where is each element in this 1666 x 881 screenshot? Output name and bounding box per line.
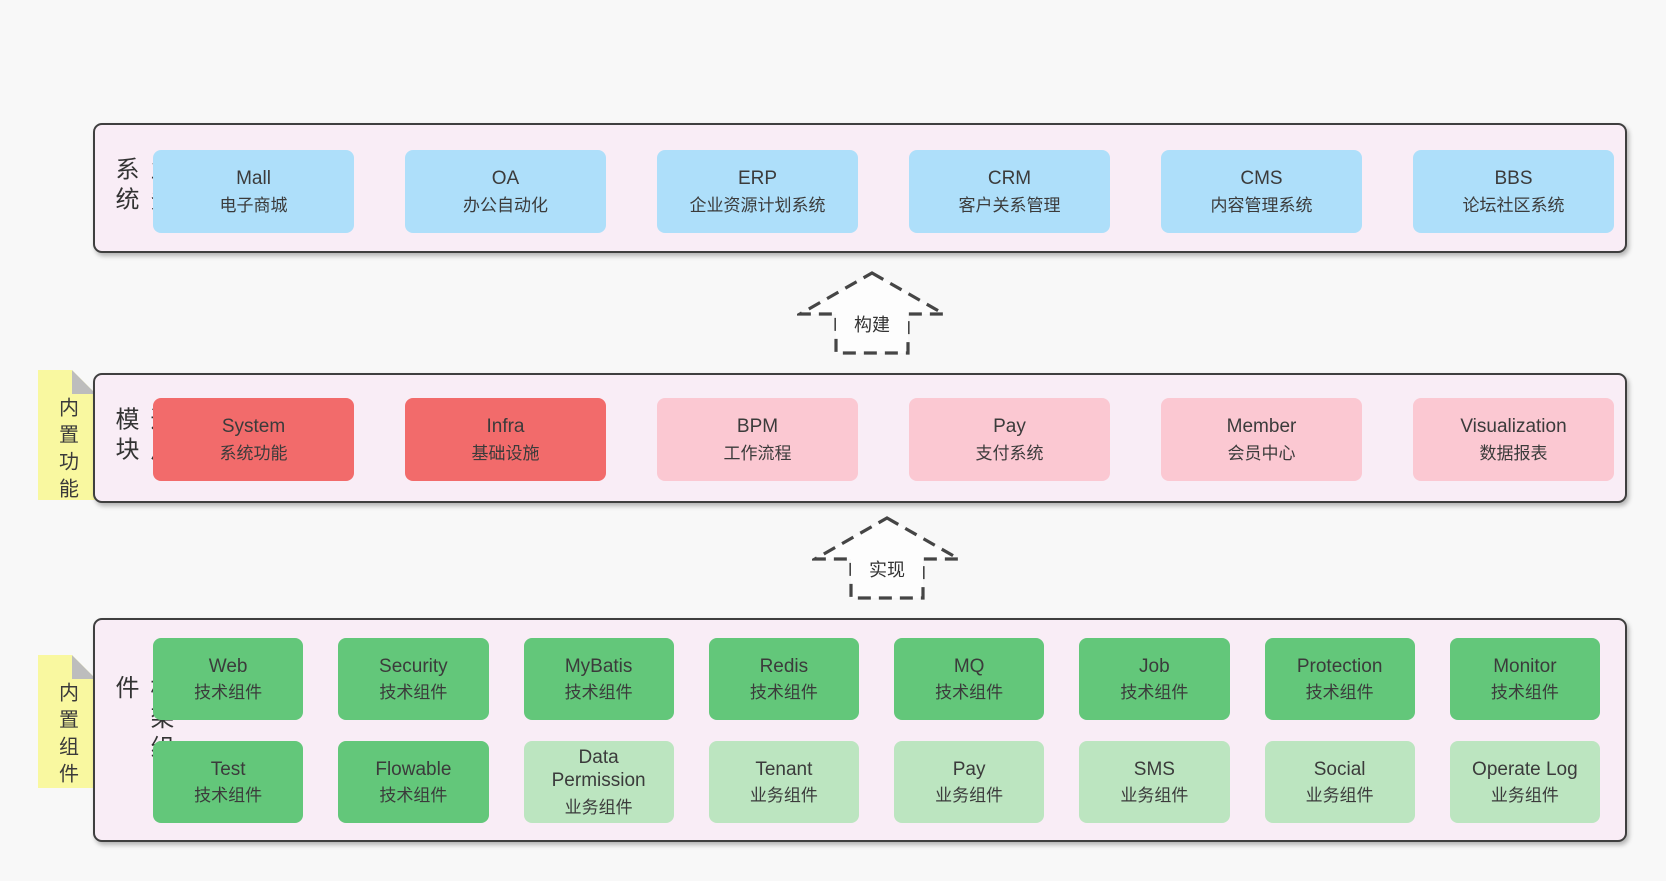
box-title: Flowable <box>375 758 452 780</box>
box-infra: Infra 基础设施 <box>405 398 606 481</box>
box-subtitle: 业务组件 <box>1490 786 1559 806</box>
box-title: Operate Log <box>1472 758 1578 780</box>
arrow-build: 构建 <box>797 270 947 356</box>
box-subtitle: 数据报表 <box>1479 443 1548 463</box>
box-web: Web 技术组件 <box>153 638 304 720</box>
box-erp: ERP 企业资源计划系统 <box>657 150 858 233</box>
box-subtitle: 支付系统 <box>975 443 1044 463</box>
box-title: System <box>221 416 286 437</box>
box-subtitle: 工作流程 <box>723 443 792 463</box>
arrow-label: 构建 <box>836 311 908 337</box>
box-security: Security 技术组件 <box>338 638 489 720</box>
box-title: Visualization <box>1460 416 1567 437</box>
box-subtitle: 技术组件 <box>1490 683 1559 703</box>
arrow-implement: 实现 <box>812 515 962 601</box>
box-title: Web <box>208 655 248 677</box>
business-systems-panel: 业务系统 Mall 电子商城 OA 办公自动化 ERP 企业资源计划系统 CRM… <box>93 123 1627 253</box>
box-subtitle: 办公自动化 <box>463 195 548 215</box>
framework-components-row-1: Web 技术组件 Security 技术组件 MyBatis 技术组件 Redi… <box>153 638 1600 720</box>
sticky-note-label: 内置功能 <box>55 397 78 505</box>
box-subtitle: 技术组件 <box>564 683 633 703</box>
box-system: System 系统功能 <box>153 398 354 481</box>
box-mq: MQ 技术组件 <box>894 638 1045 720</box>
box-title: Data Permission <box>551 746 646 792</box>
box-subtitle: 技术组件 <box>194 786 263 806</box>
box-pay: Pay 支付系统 <box>909 398 1110 481</box>
box-title: Social <box>1313 758 1366 780</box>
box-subtitle: 技术组件 <box>379 683 448 703</box>
box-title: Security <box>379 655 448 677</box>
box-subtitle: 技术组件 <box>194 683 263 703</box>
box-title: Job <box>1139 655 1170 677</box>
box-title: BPM <box>736 416 779 437</box>
box-social: Social 业务组件 <box>1264 741 1415 823</box>
box-test: Test 技术组件 <box>153 741 304 823</box>
box-title: Pay <box>993 416 1026 437</box>
sticky-note-label: 内置组件 <box>55 682 78 790</box>
box-title: SMS <box>1133 758 1175 780</box>
box-bpm: BPM 工作流程 <box>657 398 858 481</box>
box-protection: Protection 技术组件 <box>1264 638 1415 720</box>
box-monitor: Monitor 技术组件 <box>1449 638 1600 720</box>
box-subtitle: 技术组件 <box>379 786 448 806</box>
box-title: Redis <box>759 655 809 677</box>
box-subtitle: 内容管理系统 <box>1210 195 1313 215</box>
box-subtitle: 技术组件 <box>935 683 1004 703</box>
business-systems-row: Mall 电子商城 OA 办公自动化 ERP 企业资源计划系统 CRM 客户关系… <box>153 150 1614 233</box>
arrow-label: 实现 <box>851 556 923 582</box>
sticky-note-built-in-features: 内置功能 <box>38 370 96 500</box>
box-title: ERP <box>737 168 778 189</box>
box-subtitle: 基础设施 <box>471 443 540 463</box>
box-subtitle: 系统功能 <box>219 443 288 463</box>
box-sms: SMS 业务组件 <box>1079 741 1230 823</box>
box-flowable: Flowable 技术组件 <box>338 741 489 823</box>
box-mybatis: MyBatis 技术组件 <box>523 638 674 720</box>
box-title: Infra <box>486 416 525 437</box>
box-title: CRM <box>987 168 1032 189</box>
framework-components-row-2: Test 技术组件 Flowable 技术组件 Data Permission … <box>153 741 1600 823</box>
box-title: Monitor <box>1493 655 1557 677</box>
box-crm: CRM 客户关系管理 <box>909 150 1110 233</box>
sticky-note-built-in-components: 内置组件 <box>38 655 96 788</box>
box-pay-business: Pay 业务组件 <box>894 741 1045 823</box>
box-subtitle: 会员中心 <box>1227 443 1296 463</box>
box-subtitle: 电子商城 <box>219 195 288 215</box>
common-modules-panel: 通用模块 System 系统功能 Infra 基础设施 BPM 工作流程 Pay… <box>93 373 1627 503</box>
box-subtitle: 技术组件 <box>749 683 818 703</box>
box-title: Protection <box>1296 655 1383 677</box>
box-subtitle: 技术组件 <box>1120 683 1189 703</box>
box-title: MyBatis <box>564 655 633 677</box>
box-subtitle: 业务组件 <box>1305 786 1374 806</box>
box-tenant: Tenant 业务组件 <box>708 741 859 823</box>
box-redis: Redis 技术组件 <box>708 638 859 720</box>
box-subtitle: 业务组件 <box>749 786 818 806</box>
framework-components-panel: 框架组件 Web 技术组件 Security 技术组件 MyBatis 技术组件… <box>93 618 1627 842</box>
box-subtitle: 技术组件 <box>1305 683 1374 703</box>
box-subtitle: 企业资源计划系统 <box>689 195 826 215</box>
box-title: Pay <box>952 758 986 780</box>
box-operate-log: Operate Log 业务组件 <box>1449 741 1600 823</box>
box-cms: CMS 内容管理系统 <box>1161 150 1362 233</box>
box-title: MQ <box>953 655 985 677</box>
box-subtitle: 业务组件 <box>1120 786 1189 806</box>
box-oa: OA 办公自动化 <box>405 150 606 233</box>
box-title: CMS <box>1240 168 1283 189</box>
box-bbs: BBS 论坛社区系统 <box>1413 150 1614 233</box>
box-job: Job 技术组件 <box>1079 638 1230 720</box>
box-subtitle: 业务组件 <box>935 786 1004 806</box>
box-data-permission: Data Permission 业务组件 <box>523 741 674 823</box>
box-subtitle: 客户关系管理 <box>958 195 1061 215</box>
box-title: BBS <box>1494 168 1533 189</box>
box-title: Tenant <box>755 758 813 780</box>
box-visualization: Visualization 数据报表 <box>1413 398 1614 481</box>
box-title: Member <box>1226 416 1297 437</box>
box-title: OA <box>491 168 520 189</box>
common-modules-row: System 系统功能 Infra 基础设施 BPM 工作流程 Pay 支付系统… <box>153 398 1614 481</box>
box-member: Member 会员中心 <box>1161 398 1362 481</box>
box-subtitle: 业务组件 <box>564 798 633 818</box>
box-mall: Mall 电子商城 <box>153 150 354 233</box>
box-subtitle: 论坛社区系统 <box>1462 195 1565 215</box>
box-title: Mall <box>236 168 271 189</box>
box-title: Test <box>210 758 246 780</box>
